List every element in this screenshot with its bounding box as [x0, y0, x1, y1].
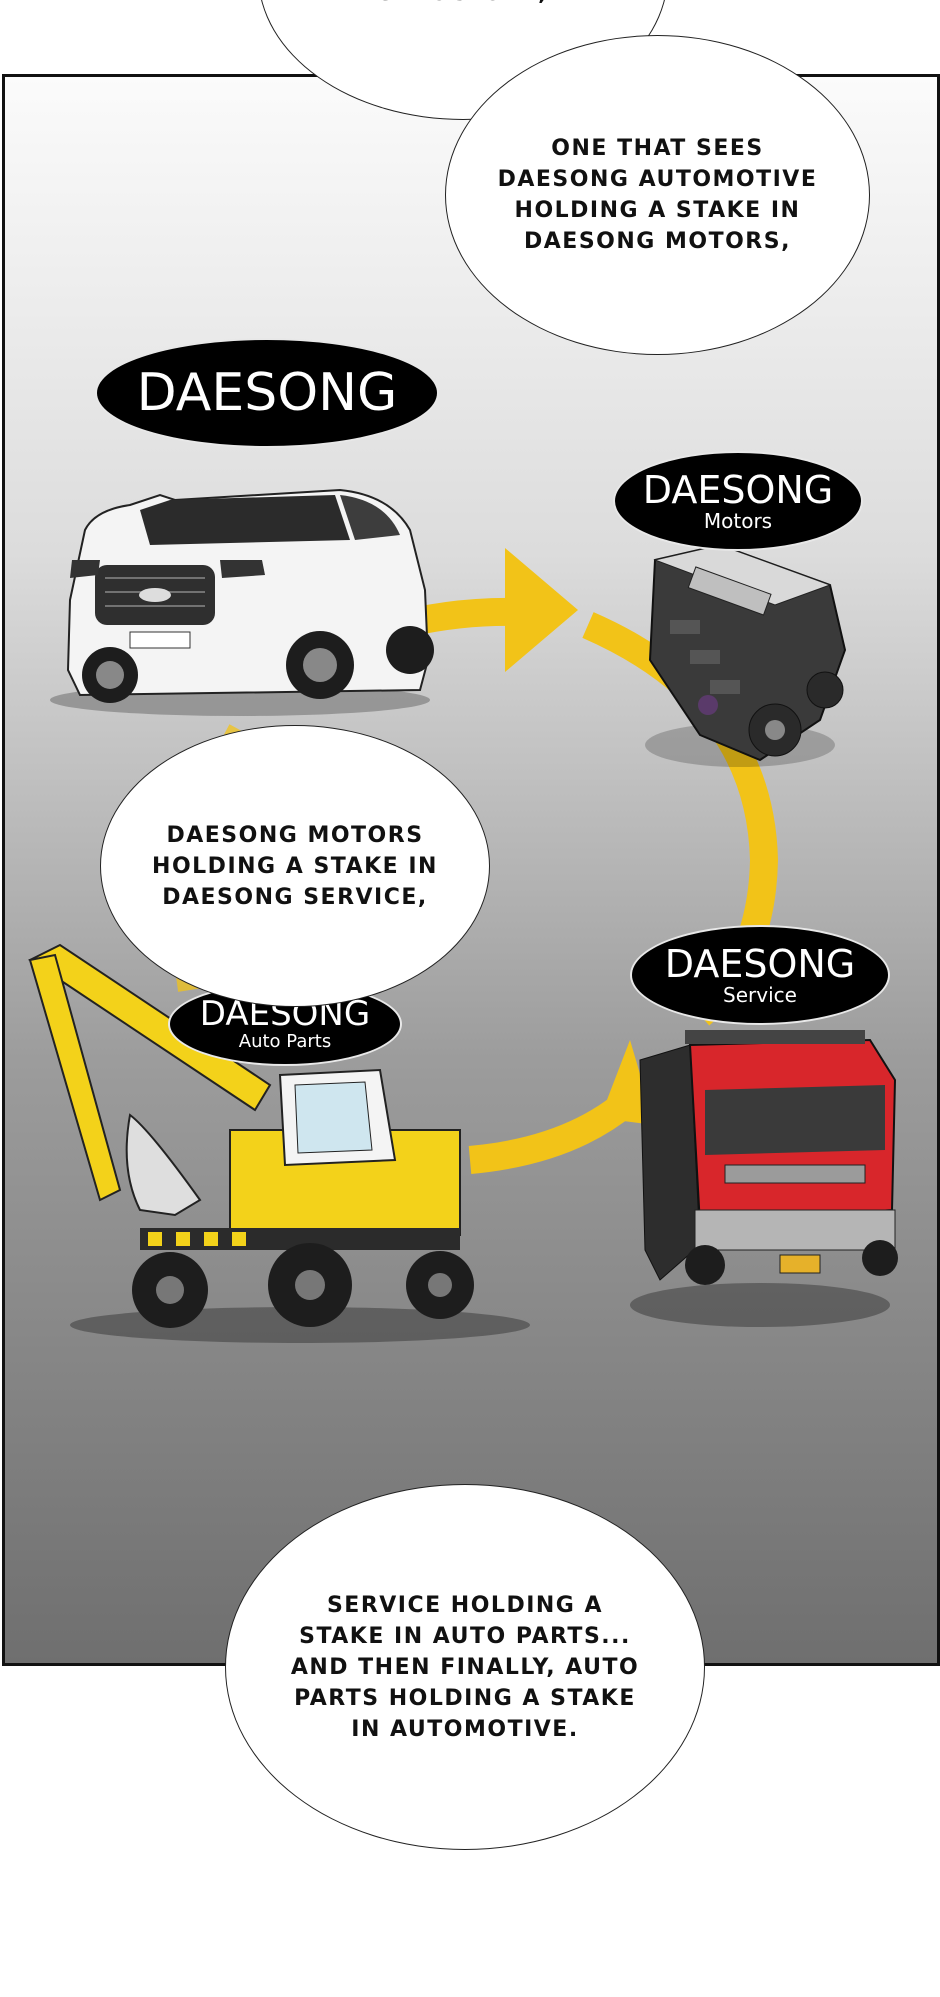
badge-automotive-name: DAESONG	[136, 363, 398, 423]
bubble-service-autoparts-text: SERVICE HOLDING A STAKE IN AUTO PARTS...…	[290, 1592, 640, 1742]
arrow-head-automotive-to-motors	[505, 548, 578, 672]
bubble-motors-service-text: DAESONG MOTORS HOLDING A STAKE IN DAESON…	[152, 822, 438, 910]
speech-bubble-automotive-motors: ONE THAT SEES DAESONG AUTOMOTIVE HOLDING…	[445, 35, 870, 355]
bubble-automotive-motors-text: ONE THAT SEES DAESONG AUTOMOTIVE HOLDING…	[497, 136, 818, 254]
speech-bubble-service-autoparts: SERVICE HOLDING A STAKE IN AUTO PARTS...…	[225, 1484, 705, 1850]
suv-illustration	[50, 488, 434, 716]
excavator-illustration	[28, 943, 530, 1343]
engine-illustration	[645, 543, 847, 767]
badge-daesong-automotive: DAESONG	[97, 340, 437, 446]
badge-daesong-motors: DAESONG Motors	[615, 453, 861, 549]
badge-service-name: DAESONG	[664, 942, 856, 986]
badge-service-sub: Service	[723, 983, 797, 1007]
badge-daesong-service: DAESONG Service	[632, 927, 888, 1023]
comic-panel: DAESONG DAESONG Motors DAESONG Service D…	[2, 74, 940, 1666]
badge-motors-sub: Motors	[703, 509, 773, 533]
speech-bubble-motors-service: DAESONG MOTORS HOLDING A STAKE IN DAESON…	[100, 725, 490, 1007]
badge-motors-name: DAESONG	[642, 468, 834, 512]
truck-illustration	[630, 1030, 898, 1327]
badge-auto-parts-sub: Auto Parts	[238, 1031, 332, 1052]
ownership-cycle-illustration	[28, 488, 898, 1343]
bubble-top-partial-text: STRUCTURE,	[378, 0, 548, 9]
